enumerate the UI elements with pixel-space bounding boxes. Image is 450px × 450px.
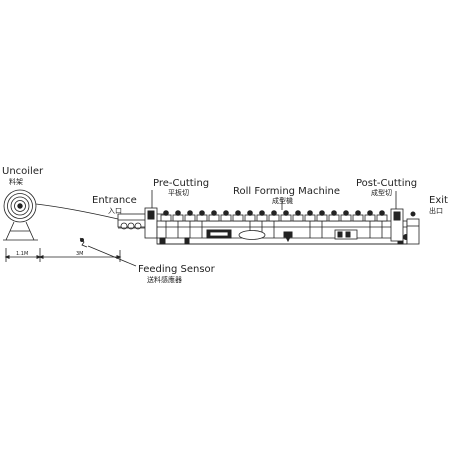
label-postcut-zh: 成型切 (371, 188, 392, 197)
steel-strip (35, 203, 119, 220)
label-exit-en: Exit (429, 195, 448, 206)
label-sensor-en: Feeding Sensor (138, 264, 216, 275)
uncoiler (3, 189, 38, 241)
label-precut-zh: 平板切 (168, 188, 189, 197)
exit-table (406, 211, 420, 245)
label-postcut-en: Post-Cutting (356, 178, 417, 189)
label-rollform-en: Roll Forming Machine (233, 186, 340, 197)
label-entrance-en: Entrance (92, 195, 137, 206)
label-rollform-zh: 成型機 (272, 196, 293, 205)
label-uncoiler-zh: 料架 (9, 177, 23, 186)
dimension-uncoiler-width: 1.1M (16, 251, 28, 257)
roll-forming-machine (156, 210, 408, 245)
label-sensor-zh: 送料感應器 (147, 275, 182, 284)
feeding-sensor (79, 237, 137, 267)
label-entrance-zh: 入口 (108, 207, 122, 215)
label-precut-en: Pre-Cutting (153, 178, 209, 189)
pre-cutting-unit (144, 207, 164, 239)
label-uncoiler-en: Uncoiler (2, 166, 44, 177)
dimension-lines (4, 248, 122, 262)
dimension-feed-gap: 3M (76, 251, 84, 257)
label-exit-zh: 出口 (429, 206, 443, 215)
